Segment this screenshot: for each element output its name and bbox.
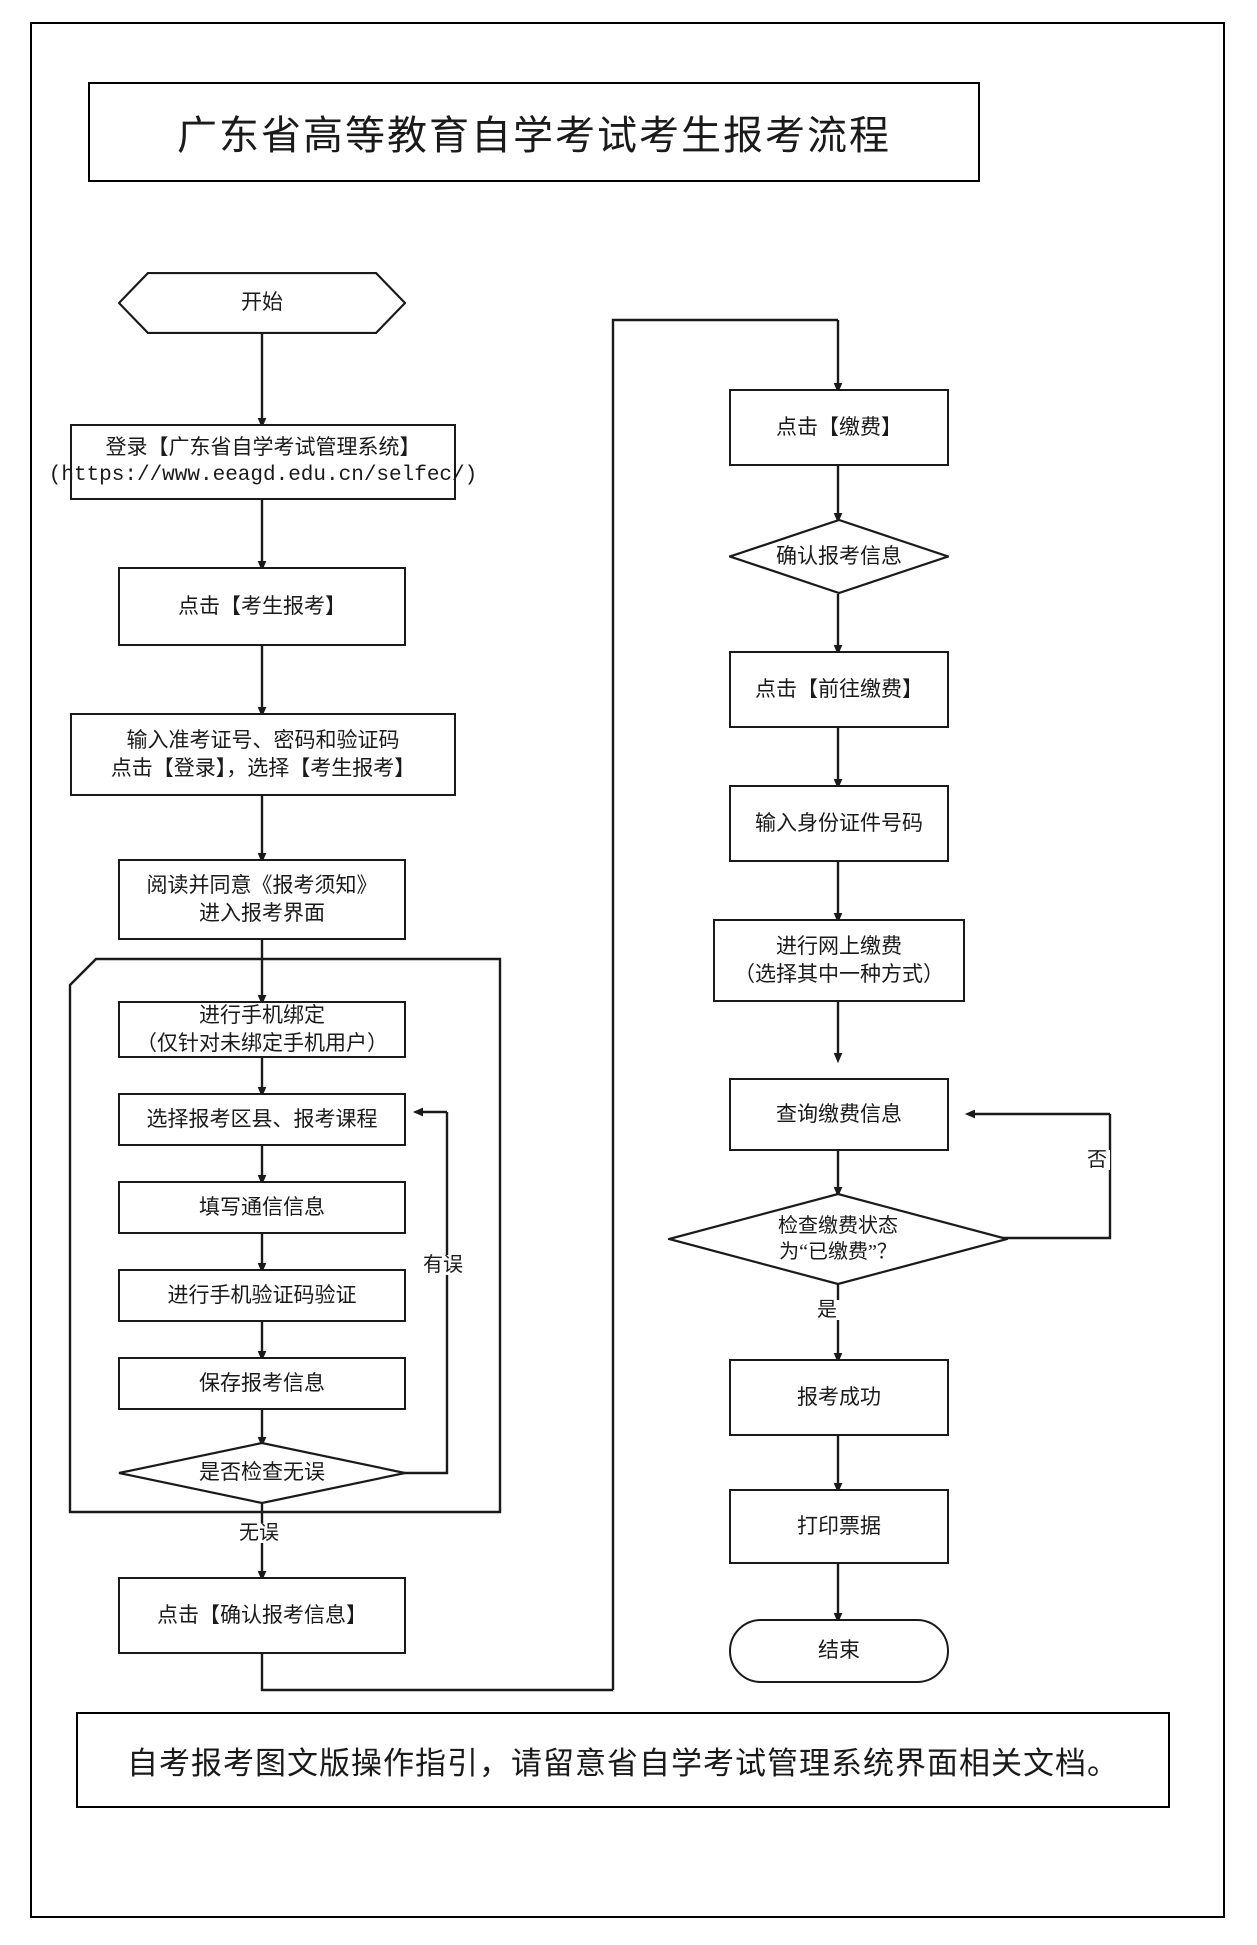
node-bind-phone-label: 进行手机绑定 （仅针对未绑定手机用户）: [136, 1002, 388, 1055]
diamond-shape: [729, 519, 949, 594]
node-confirm-info: 点击【确认报考信息】: [118, 1577, 406, 1654]
node-fill-contact-label: 填写通信信息: [199, 1194, 325, 1219]
edge-label-no-error: 无误: [236, 1523, 282, 1543]
node-read-notice-label: 阅读并同意《报考须知》 进入报考界面: [146, 872, 378, 925]
node-click-pay: 点击【缴费】: [729, 389, 949, 466]
footer-note-text: 自考报考图文版操作指引，请留意省自学考试管理系统界面相关文档。: [127, 1745, 1119, 1781]
title-banner: 广东省高等教育自学考试考生报考流程: [88, 82, 980, 182]
node-select-district-course: 选择报考区县、报考课程: [118, 1093, 406, 1146]
node-start: 开始: [118, 272, 406, 334]
node-login: 登录【广东省自学考试管理系统】 (https://www.eeagd.edu.c…: [49, 424, 477, 500]
diamond-shape: [118, 1442, 406, 1504]
node-fill-contact: 填写通信信息: [118, 1181, 406, 1234]
node-enter-id-label: 输入身份证件号码: [755, 810, 923, 835]
page-title: 广东省高等教育自学考试考生报考流程: [177, 113, 891, 158]
node-verify-sms: 进行手机验证码验证: [118, 1269, 406, 1322]
node-go-pay: 点击【前往缴费】: [729, 651, 949, 728]
node-select-district-course-label: 选择报考区县、报考课程: [146, 1106, 378, 1131]
node-print-receipt-label: 打印票据: [797, 1513, 881, 1538]
node-confirm-apply: 确认报考信息: [729, 519, 949, 594]
node-query-payment-label: 查询缴费信息: [776, 1101, 902, 1126]
diamond-shape: [668, 1193, 1008, 1285]
node-go-pay-label: 点击【前往缴费】: [755, 676, 923, 701]
edge-label-yes: 是: [814, 1300, 840, 1320]
node-online-pay: 进行网上缴费 （选择其中一种方式）: [713, 919, 965, 1002]
node-click-apply-label: 点击【考生报考】: [178, 593, 346, 618]
node-apply-success-label: 报考成功: [797, 1384, 881, 1409]
page-border: [30, 22, 1225, 1918]
node-start-label: 开始: [241, 290, 283, 315]
node-confirm-info-label: 点击【确认报考信息】: [157, 1602, 367, 1627]
node-check-correct: 是否检查无误: [118, 1442, 406, 1504]
node-print-receipt: 打印票据: [729, 1489, 949, 1564]
footer-note-box: 自考报考图文版操作指引，请留意省自学考试管理系统界面相关文档。: [76, 1712, 1170, 1808]
node-check-paid: 检查缴费状态 为“已缴费”？: [668, 1193, 1008, 1285]
node-click-apply: 点击【考生报考】: [118, 567, 406, 646]
node-verify-sms-label: 进行手机验证码验证: [167, 1282, 357, 1307]
hexagon-shape: [118, 272, 406, 334]
node-login-label: 登录【广东省自学考试管理系统】: [105, 435, 421, 460]
node-enter-credentials: 输入准考证号、密码和验证码 点击【登录】，选择【考生报考】: [70, 713, 456, 796]
node-end-label: 结束: [818, 1638, 860, 1663]
node-enter-credentials-label: 输入准考证号、密码和验证码 点击【登录】，选择【考生报考】: [110, 727, 416, 780]
node-bind-phone: 进行手机绑定 （仅针对未绑定手机用户）: [118, 1001, 406, 1058]
node-check-correct-label: 是否检查无误: [199, 1460, 325, 1485]
node-check-paid-label: 检查缴费状态 为“已缴费”？: [778, 1214, 898, 1263]
node-save-info-label: 保存报考信息: [199, 1370, 325, 1395]
node-query-payment: 查询缴费信息: [729, 1078, 949, 1151]
edge-label-error: 有误: [420, 1255, 466, 1275]
node-save-info: 保存报考信息: [118, 1357, 406, 1410]
node-enter-id: 输入身份证件号码: [729, 785, 949, 862]
node-login-url: (https://www.eeagd.edu.cn/selfec/): [48, 464, 478, 487]
node-confirm-apply-label: 确认报考信息: [776, 543, 902, 568]
node-click-pay-label: 点击【缴费】: [776, 414, 902, 439]
node-end: 结束: [729, 1619, 949, 1683]
edge-label-no: 否: [1084, 1150, 1110, 1170]
node-online-pay-label: 进行网上缴费 （选择其中一种方式）: [734, 933, 944, 986]
node-read-notice: 阅读并同意《报考须知》 进入报考界面: [118, 859, 406, 940]
node-apply-success: 报考成功: [729, 1359, 949, 1436]
